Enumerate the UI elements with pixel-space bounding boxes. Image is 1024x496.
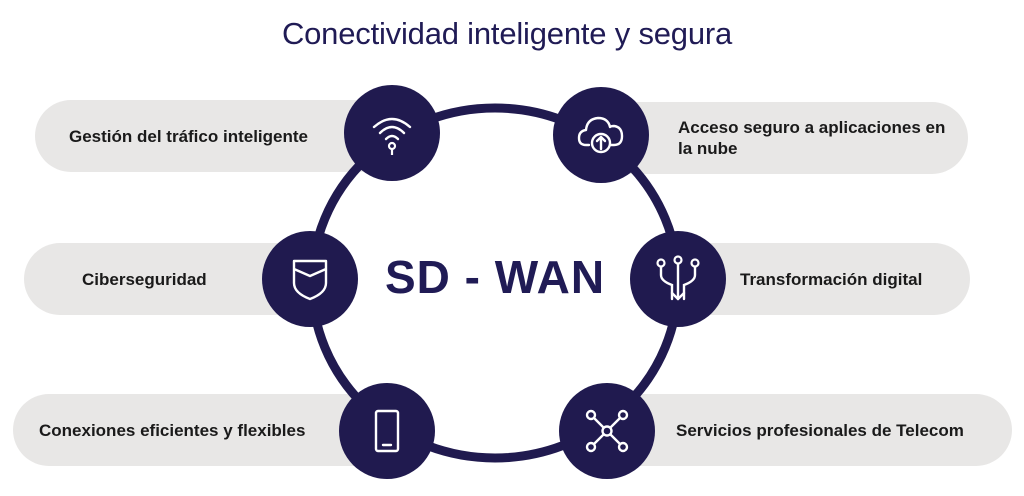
shield-icon (292, 259, 328, 301)
pill-label: Ciberseguridad (82, 269, 207, 289)
network-nodes-icon (585, 409, 629, 453)
pill-label: Acceso seguro a aplicaciones en la nube (678, 118, 946, 158)
node-cloud (553, 87, 649, 183)
node-digital-transformation (630, 231, 726, 327)
branching-arrow-icon (656, 255, 700, 301)
center-label: SD - WAN (384, 251, 606, 303)
pill-label: Conexiones eficientes y flexibles (39, 420, 306, 440)
tablet-icon (374, 409, 400, 453)
pill-cloud-access: Acceso seguro a aplicaciones en la nube (590, 102, 968, 174)
pill-traffic-management: Gestión del tráfico inteligente (35, 100, 395, 172)
pill-efficient-connections: Conexiones eficientes y flexibles (13, 394, 398, 466)
node-telecom (559, 383, 655, 479)
pill-label: Servicios profesionales de Telecom (676, 420, 964, 440)
wifi-icon (372, 117, 412, 155)
node-traffic (344, 85, 440, 181)
pill-label: Gestión del tráfico inteligente (69, 126, 308, 146)
node-cybersecurity (262, 231, 358, 327)
pill-label: Transformación digital (740, 269, 923, 289)
diagram-title: Conectividad inteligente y segura (281, 16, 733, 51)
cloud-upload-icon (577, 116, 624, 154)
node-connections (339, 383, 435, 479)
pill-telecom-services: Servicios profesionales de Telecom (594, 394, 1012, 466)
